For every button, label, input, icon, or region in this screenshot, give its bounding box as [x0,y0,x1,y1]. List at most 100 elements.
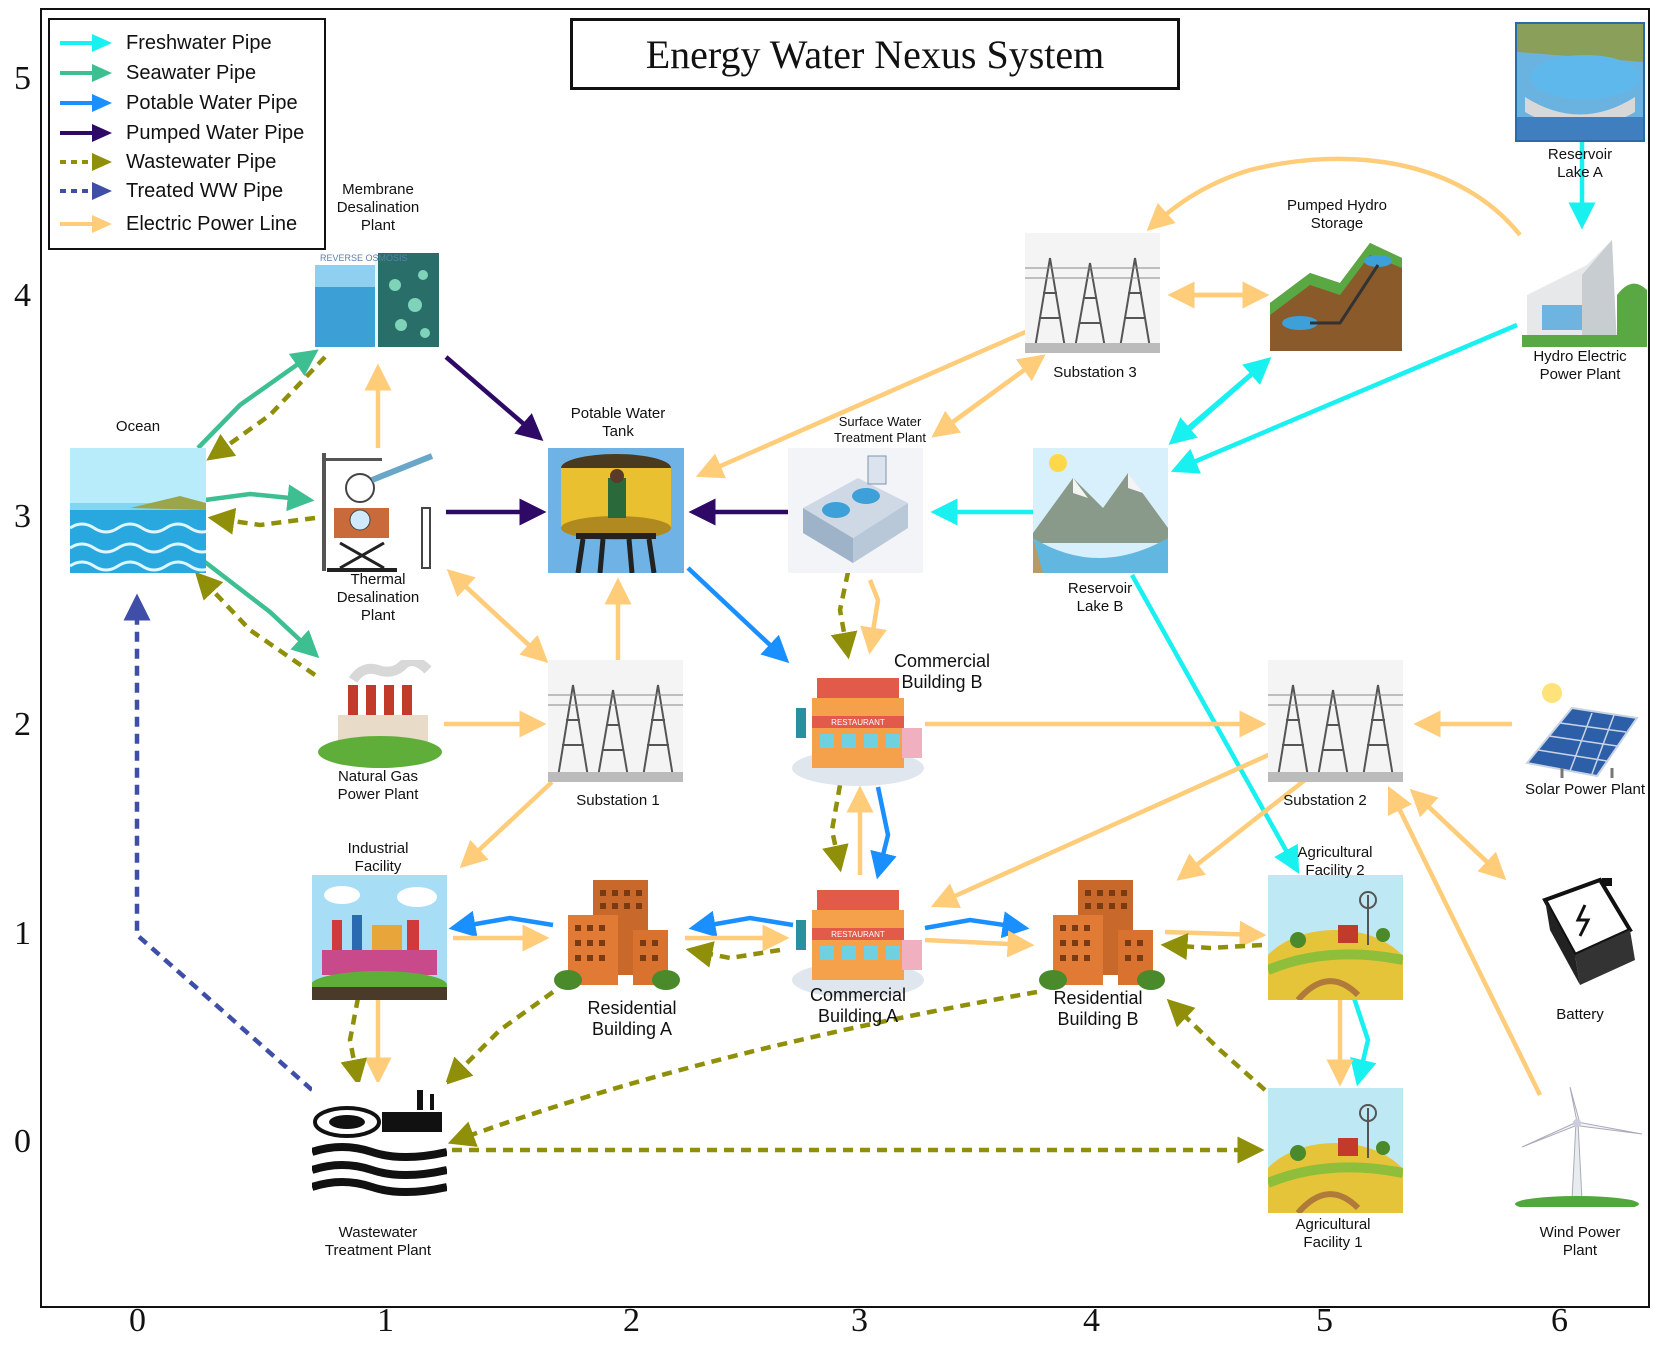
x-tick-label: 5 [1316,1302,1333,1339]
label-surface-wtp: Surface Water Treatment Plant [833,414,926,445]
label-membrane: Membrane Desalination Plant [336,181,420,234]
label-industrial: Industrial Facility [347,840,409,875]
power-line-hydro-to-substation3 [1146,156,1522,237]
legend-label: Freshwater Pipe [126,31,272,54]
surface-water-treatment-icon [788,448,923,573]
legend-item: Electric Power Line [58,211,297,237]
potable-pipe-commercial-a-to-residential-a [688,910,794,938]
legend-swatch [60,64,112,82]
potable-water-tank-icon [548,448,684,573]
legend-label: Treated WW Pipe [126,179,284,202]
label-solar: Solar Power Plant [1524,781,1646,798]
commercial-building-b-icon: RESTAURANT [792,678,924,786]
x-tick-label: 1 [377,1302,394,1339]
power-line-substation2-to-residential-b [1176,778,1307,881]
power-line-wind-to-substation2 [1387,785,1543,1096]
legend-item: Wastewater Pipe [58,149,276,175]
wastewater-pipe-wtp-to-commercial-b [830,571,858,660]
x-tick-label: 4 [1083,1302,1100,1339]
reservoir-lake-a-icon [1515,22,1645,142]
agricultural-facility-2-icon [1268,875,1403,1000]
legend-label: Pumped Water Pipe [126,121,305,144]
plot-frame [40,8,1650,1308]
ocean-icon [70,448,206,573]
treated-ww-pipe-wastewater-to-ocean [123,593,314,1092]
y-tick-label: 4 [14,277,31,314]
legend-label: Electric Power Line [126,212,298,235]
substation-1-icon [548,660,683,782]
label-pumped-hydro: Pumped Hydro Storage [1286,197,1388,232]
agricultural-facility-1-icon [1268,1088,1403,1213]
label-commercial-b: Commercial Building B [893,651,990,692]
reservoir-lake-b-icon [1033,448,1168,573]
legend-label: Wastewater Pipe [126,150,277,173]
legend-swatch [60,215,112,233]
legend-swatch [60,34,112,52]
wastewater-pipe-industrial-to-wastewater [340,997,368,1087]
power-line-residential-b-to-agri2 [1164,920,1267,948]
reverse-osmosis-text: REVERSE OSMOSIS [320,253,408,263]
wastewater-pipe-agri1-to-residential-b [1166,998,1267,1092]
legend-item: Freshwater Pipe [58,30,272,56]
label-wastewater-tp: Wastewater Treatment Plant [324,1224,432,1259]
seawater-pipe-ocean-to-membrane [196,349,319,450]
label-substation3: Substation 3 [1053,364,1137,381]
legend-label: Potable Water Pipe [126,91,298,114]
x-tick-label: 2 [623,1302,640,1339]
label-potable-tank: Potable Water Tank [570,405,666,440]
legend-swatch [60,182,112,200]
label-reservoir-b: Reservoir Lake B [1067,580,1133,615]
diagram-title: Energy Water Nexus System [570,18,1180,90]
power-line-wtp-to-commercial-b [860,579,887,655]
power-line-substation1-to-industrial [459,780,554,869]
thermal-desalination-icon [322,453,434,572]
power-line-commercial-a-to-residential-b [924,930,1035,958]
label-substation2: Substation 2 [1283,792,1367,809]
label-commercial-a: Commercial Building A [809,985,906,1026]
x-tick-label: 6 [1551,1302,1568,1339]
freshwater-pipe-hydro-to-reservoir-b [1170,322,1518,474]
seawater-pipe-ocean-to-thermal [204,484,315,512]
y-tick-label: 2 [14,706,31,743]
legend-swatch [60,124,112,142]
legend-swatch [60,153,112,171]
label-battery: Battery [1556,1006,1604,1023]
power-line-substation2-to-commercial-a [930,749,1276,909]
label-substation1: Substation 1 [576,792,660,809]
wastewater-pipe-commercial-b-to-commercial-a [822,784,849,873]
potable-pipe-residential-a-to-industrial [448,910,554,938]
substation-2-icon [1268,660,1403,782]
wastewater-pipe-membrane-to-ocean [206,355,327,461]
x-tick-label: 0 [129,1302,146,1339]
label-wind: Wind Power Plant [1539,1224,1621,1259]
wastewater-pipe-thermal-to-ocean [207,507,316,535]
natural-gas-plant-icon [318,660,442,768]
wastewater-pipe-residential-b-to-wastewater [447,989,1038,1147]
label-agri2: Agricultural Facility 2 [1297,844,1373,879]
potable-pipe-tank-to-commercial-b [686,566,790,664]
wastewater-pipe-residential-a-to-wastewater [444,990,555,1086]
potable-pipe-commercial-b-to-commercial-a [870,786,897,880]
solar-plant-icon [1525,683,1639,778]
residential-building-b-icon [1039,880,1165,990]
potable-pipe-commercial-a-to-residential-b [924,911,1030,939]
label-residential-a: Residential Building A [587,998,677,1039]
battery-icon [1542,877,1635,985]
power-line-substation1-to-thermal [446,568,547,662]
label-natural-gas: Natural Gas Power Plant [337,768,419,803]
label-thermal: Thermal Desalination Plant [336,571,420,624]
commercial-building-a-icon: RESTAURANT [792,890,924,998]
label-hydro-plant: Hydro Electric Power Plant [1533,348,1627,383]
y-tick-label: 0 [14,1123,31,1160]
wastewater-pipe-natural-gas-to-ocean [194,571,317,677]
label-reservoir-a: Reservoir Lake A [1547,146,1613,181]
restaurant-sign-a: RESTAURANT [831,930,885,939]
label-ocean: Ocean [115,418,161,435]
pumped-pipe-membrane-to-tank [444,355,544,441]
membrane-desalination-icon: REVERSE OSMOSIS [315,253,439,347]
freshwater-pipe-pumped-hydro-to-reservoir-b [1168,363,1264,445]
x-tick-label: 3 [851,1302,868,1339]
legend-item: Seawater Pipe [58,60,256,86]
